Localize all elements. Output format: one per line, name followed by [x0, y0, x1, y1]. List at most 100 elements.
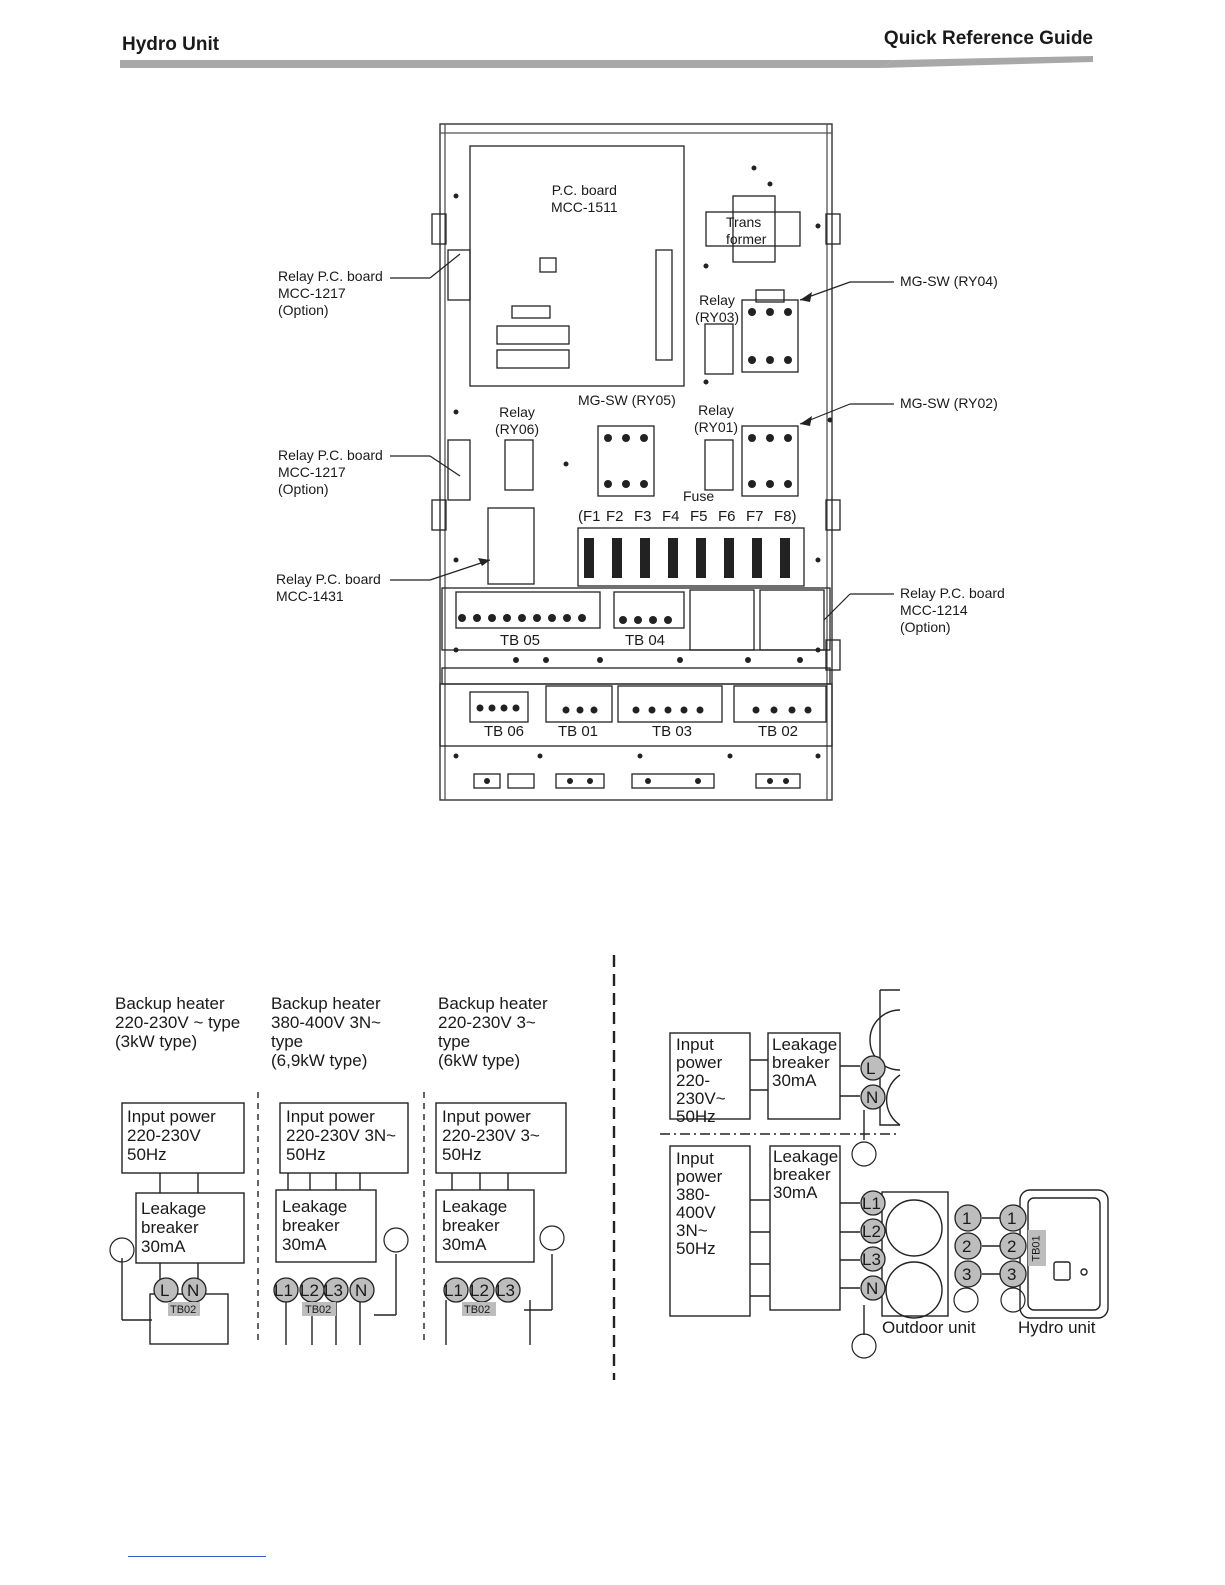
- power-line: 3N~: [676, 1221, 708, 1240]
- breaker-line: breaker: [772, 1053, 830, 1072]
- power-line: 220-: [676, 1071, 711, 1090]
- callout-line: (Option): [278, 481, 329, 497]
- transformer-line2: former: [726, 231, 767, 247]
- bottom-terminal-l2: L2: [862, 1222, 881, 1241]
- power-line: 50Hz: [676, 1107, 716, 1126]
- col2-terminal-l1: L1: [274, 1281, 293, 1300]
- wiring-diagram-drawing: [109, 955, 1109, 1380]
- mgsw-ry05-label: MG-SW (RY05): [578, 392, 676, 408]
- top-input-power: Input power 220- 230V~ 50Hz: [676, 1036, 726, 1126]
- relay-ry03-label: Relay (RY03): [695, 292, 739, 326]
- top-terminal-l: L: [866, 1059, 876, 1078]
- tb05-label: TB 05: [500, 632, 541, 649]
- power-line: power: [676, 1053, 723, 1072]
- tb03-label: TB 03: [652, 723, 693, 740]
- callout-relay-1431: Relay P.C. board MCC-1431: [276, 571, 381, 605]
- outdoor-link-1: 1: [962, 1209, 972, 1228]
- callout-line: MCC-1217: [278, 285, 346, 301]
- tb06-label: TB 06: [484, 723, 525, 740]
- power-line: 400V: [676, 1203, 716, 1222]
- power-line: power: [676, 1167, 723, 1186]
- outdoor-unit-label: Outdoor unit: [882, 1318, 976, 1337]
- relay-ry03-line2: (RY03): [695, 309, 740, 325]
- power-line: 230V~: [676, 1089, 726, 1108]
- breaker-line: breaker: [773, 1165, 831, 1184]
- breaker-line: breaker: [442, 1216, 500, 1235]
- header-left-title: Hydro Unit: [122, 34, 220, 55]
- callout-line: (Option): [278, 302, 329, 318]
- power-line: 50Hz: [676, 1239, 716, 1258]
- callout-line: Relay P.C. board: [276, 571, 381, 587]
- callout-line: Relay P.C. board: [900, 585, 1005, 601]
- bottom-terminal-l3: L3: [862, 1250, 881, 1269]
- callout-line: Relay P.C. board: [278, 268, 383, 284]
- input-line: 50Hz: [442, 1145, 482, 1164]
- tb02-label: TB 02: [758, 723, 799, 740]
- hydro-link-1: 1: [1007, 1209, 1017, 1228]
- col1-terminal-l: L: [160, 1281, 170, 1300]
- breaker-line: Leakage: [141, 1199, 207, 1218]
- input-line: 50Hz: [286, 1145, 326, 1164]
- breaker-line: 30mA: [773, 1183, 818, 1202]
- heading-line: 220-230V ~ type: [115, 1013, 241, 1032]
- callout-line: MCC-1214: [900, 602, 968, 618]
- lower-screws: [476, 657, 812, 784]
- breaker-line: 30mA: [442, 1235, 487, 1254]
- power-line: 380-: [676, 1185, 711, 1204]
- callout-relay-1217-a: Relay P.C. board MCC-1217 (Option): [278, 268, 383, 319]
- callout-line: MCC-1217: [278, 464, 346, 480]
- relay-ry06-label: Relay (RY06): [495, 404, 539, 438]
- input-line: 220-230V 3N~: [286, 1126, 397, 1145]
- footer-link-rule: [128, 1556, 266, 1557]
- tb04-label: TB 04: [625, 632, 666, 649]
- pc-board-label: P.C. board MCC-1511: [551, 182, 618, 216]
- col1-breaker: Leakage breaker 30mA: [141, 1199, 206, 1256]
- col3-heading: Backup heater 220-230V 3~ type (6kW type…: [438, 994, 548, 1070]
- heading-line: (3kW type): [115, 1032, 198, 1051]
- fuse-f2: F2: [606, 508, 624, 525]
- input-line: Input power: [442, 1107, 531, 1126]
- pc-board-line2: MCC-1511: [551, 199, 618, 215]
- tb05-screws: [458, 614, 672, 624]
- input-line: 220-230V: [127, 1126, 201, 1145]
- top-terminal-n: N: [866, 1088, 879, 1107]
- header-rule: [120, 56, 1093, 68]
- col3-tb02: TB02: [464, 1304, 491, 1316]
- relay-ry06-line2: (RY06): [495, 421, 540, 437]
- fuse-f1: (F1: [578, 508, 601, 525]
- fuse-label: Fuse: [683, 488, 715, 504]
- col2-terminal-l2: L2: [300, 1281, 319, 1300]
- col1-input-power: Input power 220-230V 50Hz: [127, 1107, 216, 1164]
- col1-tb02: TB02: [170, 1304, 197, 1316]
- fuse-f3: F3: [634, 508, 652, 525]
- col3-terminal-l2: L2: [470, 1281, 489, 1300]
- col2-heading: Backup heater 380-400V 3N~ type (6,9kW t…: [271, 994, 381, 1070]
- heading-line: type: [271, 1032, 304, 1051]
- heading-line: (6kW type): [438, 1051, 521, 1070]
- header-right-title: Quick Reference Guide: [883, 28, 1093, 49]
- callout-mgsw-ry02: MG-SW (RY02): [900, 395, 998, 411]
- col2-terminal-l3: L3: [324, 1281, 343, 1300]
- heading-line: 220-230V 3~: [438, 1013, 536, 1032]
- breaker-line: breaker: [282, 1216, 340, 1235]
- callout-line: MCC-1431: [276, 588, 344, 604]
- bottom-input-power: Input power 380- 400V 3N~ 50Hz: [676, 1150, 722, 1258]
- power-line: Input: [676, 1035, 714, 1054]
- col3-terminal-l1: L1: [444, 1281, 463, 1300]
- col2-breaker: Leakage breaker 30mA: [282, 1197, 347, 1254]
- hydro-link-3: 3: [1007, 1265, 1017, 1284]
- tb01-label: TB 01: [558, 723, 599, 740]
- breaker-line: 30mA: [282, 1235, 327, 1254]
- breaker-line: 30mA: [772, 1071, 817, 1090]
- breaker-line: Leakage: [772, 1035, 838, 1054]
- heading-line: type: [438, 1032, 471, 1051]
- relay-ry03-line1: Relay: [699, 292, 735, 308]
- callout-line: Relay P.C. board: [278, 447, 383, 463]
- col3-input-power: Input power 220-230V 3~ 50Hz: [442, 1107, 540, 1164]
- transformer-label: Trans former: [726, 214, 766, 248]
- input-line: 220-230V 3~: [442, 1126, 540, 1145]
- input-line: Input power: [127, 1107, 216, 1126]
- fuse-f5: F5: [690, 508, 708, 525]
- callout-relay-1214: Relay P.C. board MCC-1214 (Option): [900, 585, 1005, 636]
- transformer-line1: Trans: [726, 214, 762, 230]
